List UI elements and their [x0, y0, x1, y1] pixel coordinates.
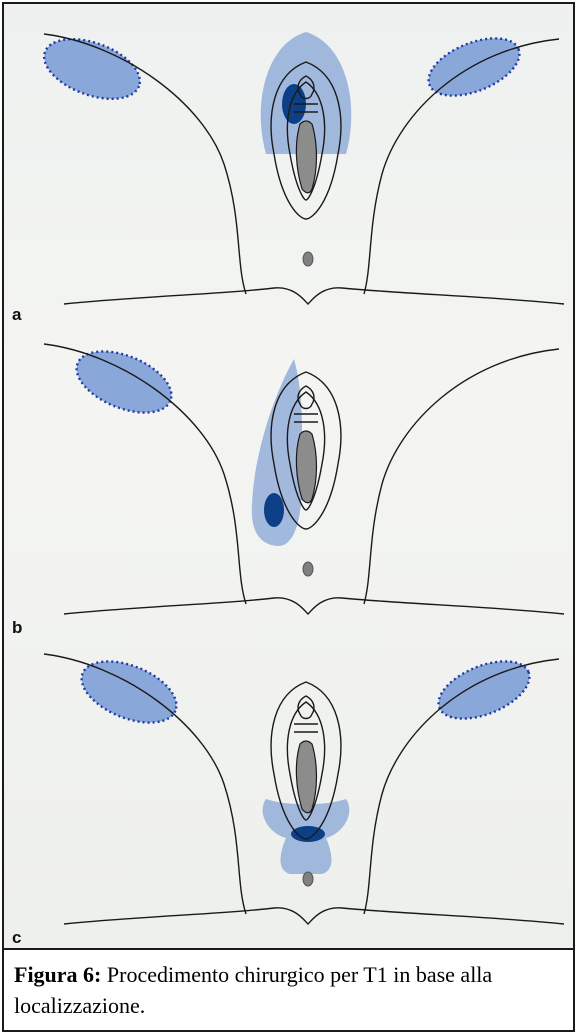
- buttock-line: [64, 288, 564, 304]
- urethra-outline: [294, 724, 318, 732]
- anus-icon: [303, 562, 313, 576]
- lesion-icon: [264, 493, 284, 527]
- vulva-diagram-icon: [4, 4, 573, 948]
- panel-b: [44, 339, 564, 614]
- inguinal-node-region-icon: [431, 650, 538, 730]
- thigh-outline-right: [364, 349, 559, 604]
- buttock-line: [64, 908, 564, 924]
- vaginal-introitus-icon: [296, 741, 316, 813]
- inguinal-node-region-icon: [421, 27, 528, 107]
- anus-icon: [303, 872, 313, 886]
- vaginal-introitus-icon: [296, 121, 316, 193]
- panel-label-b: b: [12, 618, 22, 638]
- panel-a: [36, 27, 564, 304]
- panel-label-a: a: [12, 305, 21, 325]
- caption-label: Figura 6:: [14, 962, 101, 987]
- inguinal-node-region-icon: [68, 339, 180, 425]
- thigh-outline-left: [44, 344, 246, 604]
- figure-illustration: a b c: [4, 4, 573, 950]
- inguinal-node-region-icon: [36, 27, 148, 110]
- figure-caption: Figura 6: Procedimento chirurgico per T1…: [14, 959, 566, 1021]
- thigh-outline-left: [44, 654, 246, 914]
- panel-c: [44, 649, 564, 924]
- inguinal-node-region-icon: [73, 649, 185, 735]
- anus-icon: [303, 252, 313, 266]
- buttock-line: [64, 598, 564, 614]
- panel-label-c: c: [12, 928, 21, 948]
